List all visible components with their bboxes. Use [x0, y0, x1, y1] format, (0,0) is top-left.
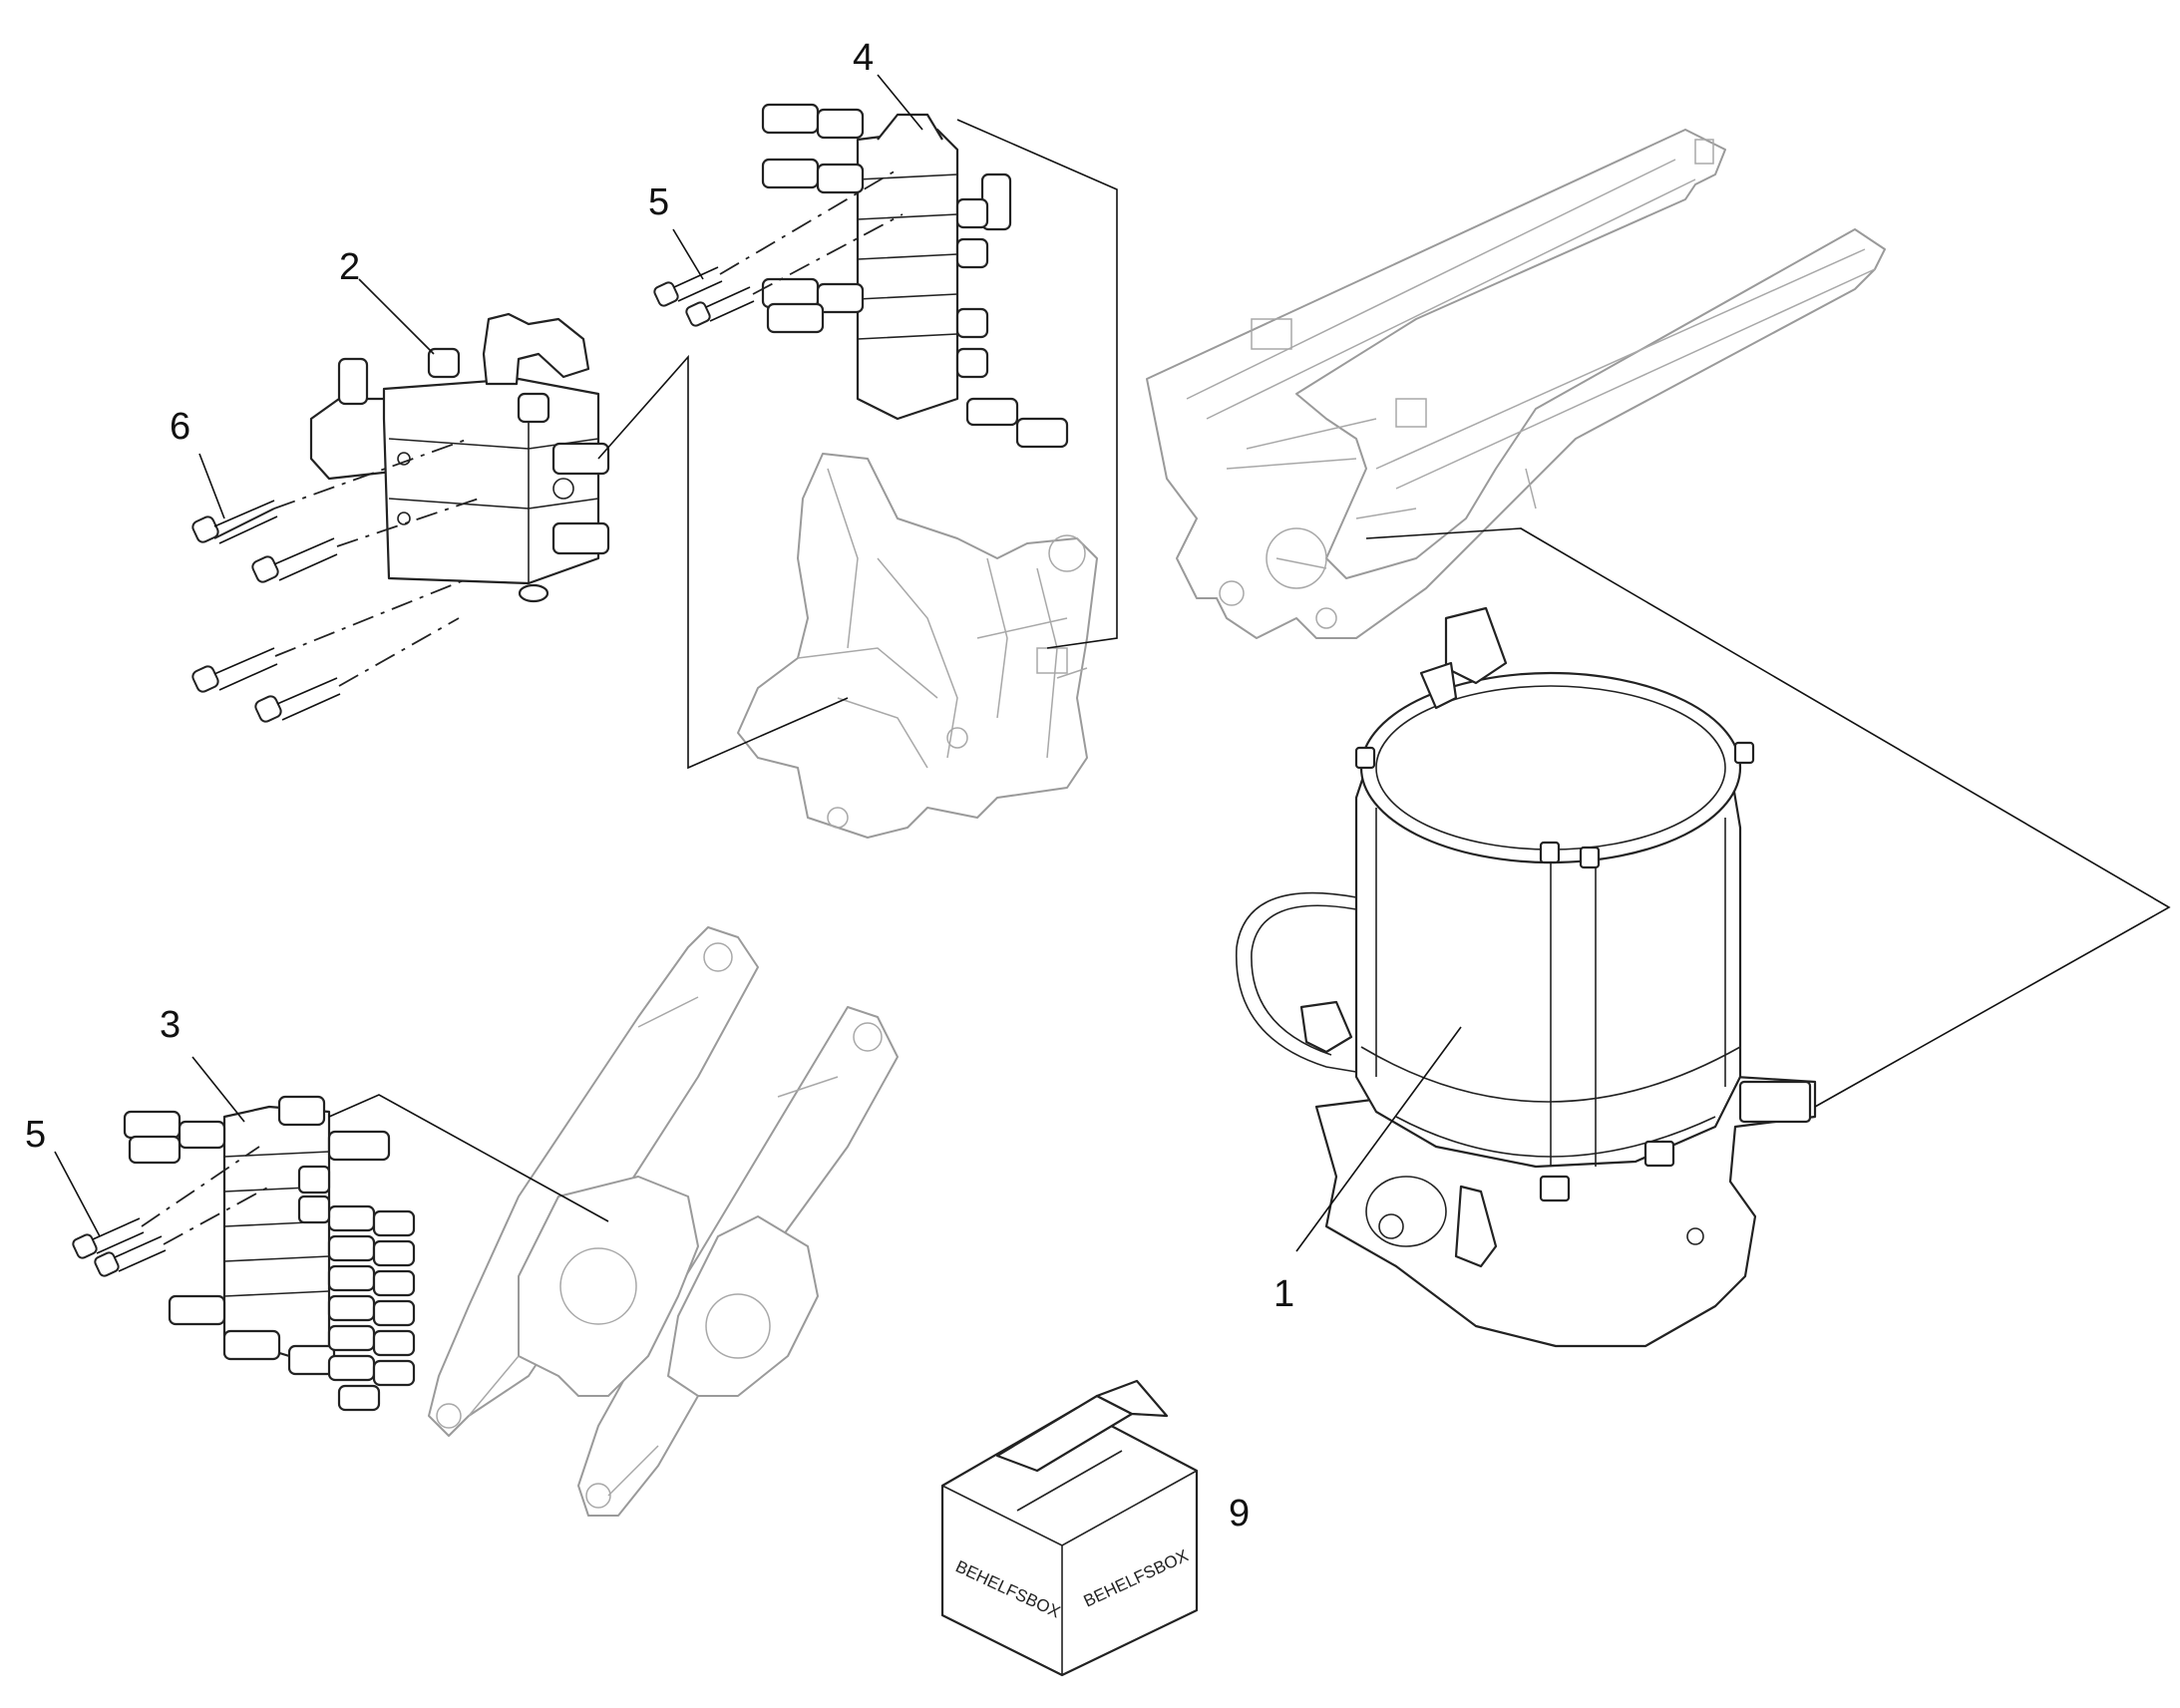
leader-1-frame [1365, 527, 2171, 1108]
bolt [72, 1217, 145, 1259]
callout-9: 9 [1229, 1493, 1250, 1535]
ghost-lift-arms [428, 926, 899, 1517]
distributor-block-4 [761, 103, 1069, 449]
bolts-5-top [653, 169, 904, 327]
leader-4-frame [956, 119, 1118, 649]
bolts-5-lower [72, 1146, 270, 1277]
bolt [685, 286, 755, 327]
callout-3: 3 [160, 1004, 181, 1046]
bolt [191, 500, 278, 544]
fitting-stack [327, 1204, 416, 1412]
bolt [251, 537, 338, 583]
bolt [94, 1235, 167, 1277]
grease-pump-1 [1235, 606, 1817, 1348]
callout-leaders [54, 74, 1462, 1252]
callout-5-lower: 5 [25, 1114, 46, 1156]
bolt [191, 647, 278, 693]
leader-2-frame [597, 354, 849, 770]
bolt [254, 677, 341, 723]
bolts-6 [191, 438, 480, 723]
callout-5-top: 5 [648, 181, 669, 223]
callout-4: 4 [853, 37, 874, 79]
ghost-boom-frame [1146, 129, 1886, 639]
callout-1: 1 [1273, 1273, 1294, 1315]
ghost-rear-frame [737, 453, 1098, 839]
box-9: BEHELFSBOX BEHELFSBOX [940, 1379, 1199, 1677]
distributor-block-2 [309, 312, 610, 603]
callout-2: 2 [339, 246, 360, 288]
leader-3-arms [328, 1094, 609, 1222]
distributor-block-3 [123, 1095, 416, 1412]
bolt [653, 266, 723, 307]
callout-6: 6 [170, 406, 190, 448]
